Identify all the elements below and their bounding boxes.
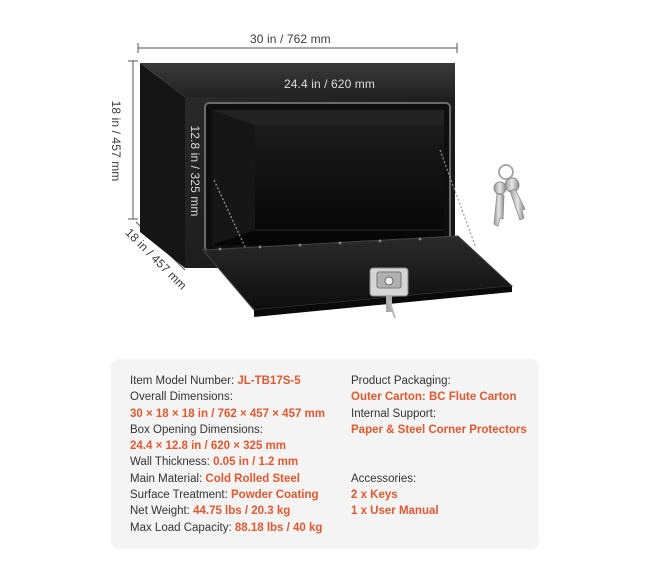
- spec-row: 1 x User Manual: [351, 505, 439, 518]
- spec-panel: Item Model Number: JL-TB17S-5 Overall Di…: [111, 359, 539, 549]
- spec-row: Surface Treatment: Powder Coating: [130, 489, 319, 502]
- spec-row: Max Load Capacity: 88.18 lbs / 40 kg: [130, 521, 323, 534]
- spec-row: Overall Dimensions:: [130, 391, 233, 404]
- toolbox-illustration: [128, 43, 526, 319]
- spec-row: Outer Carton: BC Flute Carton: [351, 391, 517, 404]
- spec-row: 30 × 18 × 18 in / 762 × 457 × 457 mm: [130, 407, 326, 420]
- spec-row: Main Material: Cold Rolled Steel: [130, 472, 300, 485]
- spec-row: Wall Thickness: 0.05 in / 1.2 mm: [130, 456, 299, 469]
- spec-row: Net Weight: 44.75 lbs / 20.3 kg: [130, 505, 291, 518]
- width-dimension-label: 30 in / 762 mm: [250, 32, 331, 46]
- spec-row: 24.4 × 12.8 in / 620 × 325 mm: [130, 440, 286, 453]
- keys-icon: [493, 164, 526, 227]
- latch-handle: [369, 267, 409, 319]
- spec-row: Product Packaging:: [351, 375, 451, 387]
- box-door: [201, 235, 514, 311]
- opening-height-dimension-label: 12.8 in / 325 mm: [188, 125, 202, 217]
- support-chains: [213, 149, 477, 263]
- box-left-face: [140, 63, 185, 268]
- spec-row: Paper & Steel Corner Protectors: [351, 423, 527, 436]
- spec-row: Item Model Number: JL-TB17S-5: [130, 375, 301, 387]
- box-interior: [212, 110, 444, 245]
- opening-width-dimension-label: 24.4 in / 620 mm: [284, 77, 375, 91]
- spec-row: Box Opening Dimensions:: [130, 423, 263, 436]
- spec-column-left: Item Model Number: JL-TB17S-5 Overall Di…: [130, 373, 325, 536]
- spec-row: Accessories:: [351, 472, 417, 485]
- hinge-rivets: [218, 237, 422, 251]
- spec-column-right: Product Packaging: Outer Carton: BC Flut…: [351, 373, 527, 520]
- height-dimension-label: 18 in / 457 mm: [109, 100, 123, 182]
- spec-row: 2 x Keys: [351, 489, 398, 502]
- box-top-face: [140, 63, 455, 97]
- spec-row: Internal Support:: [351, 407, 437, 420]
